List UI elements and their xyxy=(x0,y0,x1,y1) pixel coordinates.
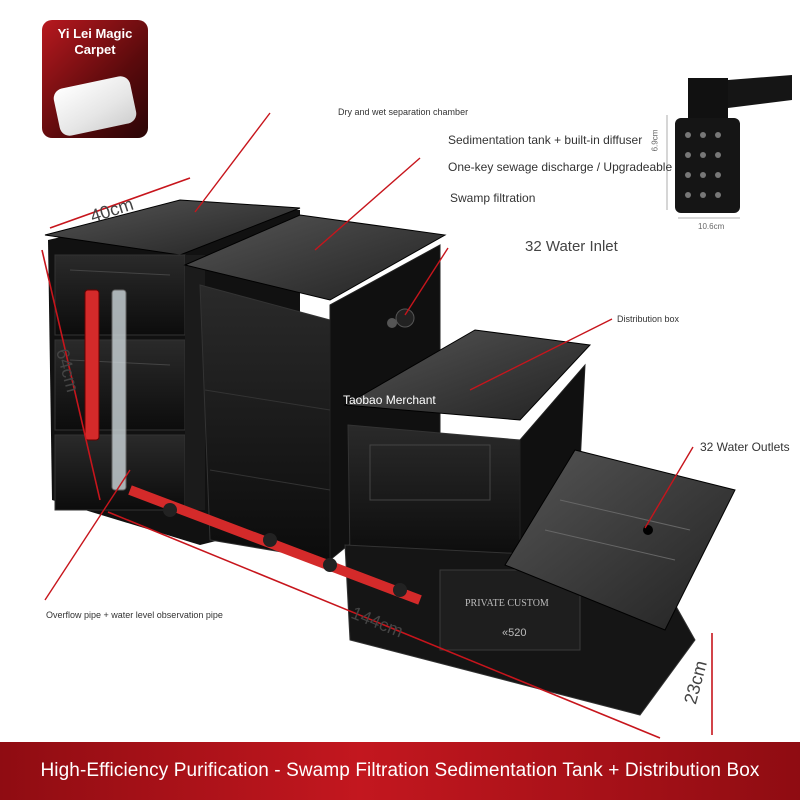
dimension-diffuser-width: 10.6cm xyxy=(698,222,725,231)
diffuser-inset xyxy=(666,75,792,219)
bottom-banner: High-Efficiency Purification - Swamp Fil… xyxy=(0,742,800,800)
dimension-arrows xyxy=(41,177,713,739)
callout-distribution-box: Distribution box xyxy=(617,314,680,324)
carpet-badge-title: Yi Lei Magic Carpet xyxy=(57,26,133,57)
callout-overflow-pipe: Overflow pipe + water level observation … xyxy=(46,610,223,620)
merchant-watermark: Taobao Merchant xyxy=(343,393,436,407)
callout-swamp-filtration: Swamp filtration xyxy=(450,191,536,205)
box-model-marking: «520 xyxy=(502,627,526,639)
callout-sedimentation: Sedimentation tank + built-in diffuser xyxy=(448,133,643,147)
dimension-diffuser-height: 6.9cm xyxy=(650,129,660,152)
outlet-lid xyxy=(504,449,736,631)
banner-text: High-Efficiency Purification - Swamp Fil… xyxy=(40,760,760,781)
box-brand-marking: PRIVATE CUSTOM xyxy=(465,598,549,609)
overflow-pipes xyxy=(84,289,422,605)
carpet-pad-image xyxy=(51,74,139,138)
callout-dry-wet-chamber: Dry and wet separation chamber xyxy=(338,107,469,117)
callout-water-inlet: 32 Water Inlet xyxy=(525,238,618,255)
carpet-badge: Yi Lei Magic Carpet xyxy=(42,20,148,138)
callout-sewage-discharge: One-key sewage discharge / Upgradeable xyxy=(448,160,673,174)
callout-water-outlets: 32 Water Outlets xyxy=(700,440,790,454)
callout-pointers xyxy=(44,112,694,601)
